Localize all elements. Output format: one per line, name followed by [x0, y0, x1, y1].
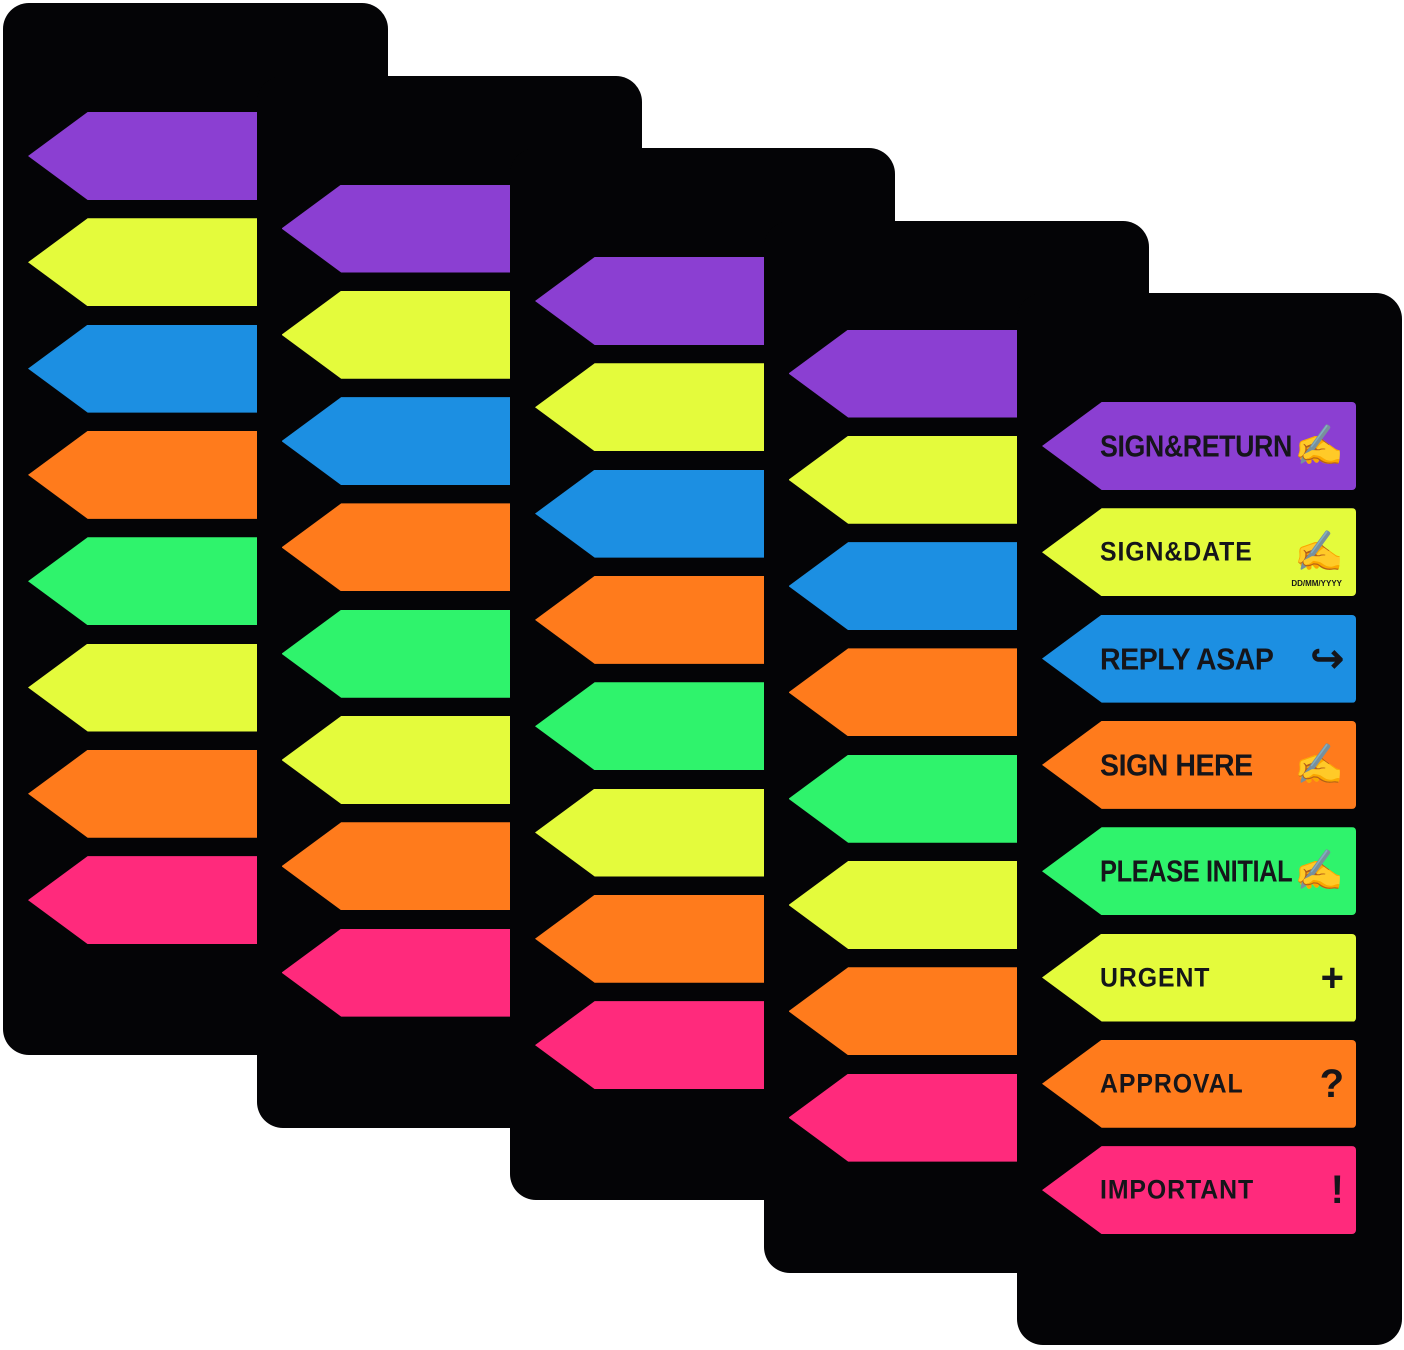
signature-date-icon: ✍: [1294, 530, 1344, 575]
reply-arrow-icon: ↪: [1310, 636, 1344, 681]
flag-label: SIGN HERE: [1100, 747, 1253, 783]
flag-label: SIGN&DATE: [1100, 536, 1253, 567]
signature-return-icon: ✍: [1294, 424, 1344, 468]
arrow-flag: PLEASE INITIAL✍: [1042, 827, 1356, 916]
flag-label: URGENT: [1100, 962, 1211, 992]
arrow-flag: SIGN&RETURN✍: [1042, 402, 1356, 490]
signature-initial-icon: ✍: [1294, 849, 1344, 894]
signature-icon: ✍: [1294, 742, 1344, 787]
plus-icon: +: [1320, 955, 1344, 1000]
flag-label: SIGN&RETURN: [1100, 428, 1292, 464]
flag-label: IMPORTANT: [1100, 1174, 1255, 1205]
flag-label: PLEASE INITIAL: [1100, 853, 1293, 889]
arrow-flag: SIGN&DATE ✍ DD/MM/YYYY: [1042, 508, 1356, 597]
arrow-flag: REPLY ASAP ↪: [1042, 614, 1356, 703]
question-icon: ?: [1319, 1061, 1344, 1106]
date-format-text: DD/MM/YYYY: [1291, 579, 1342, 589]
exclamation-icon: !: [1330, 1168, 1344, 1213]
flag-label: REPLY ASAP: [1100, 641, 1274, 677]
arrow-flag: URGENT +: [1042, 933, 1356, 1022]
flag-label: APPROVAL: [1100, 1068, 1244, 1099]
arrow-flag: SIGN HERE ✍: [1042, 720, 1356, 809]
arrow-flag: IMPORTANT!: [1042, 1146, 1356, 1235]
arrow-flag: APPROVAL?: [1042, 1039, 1356, 1128]
